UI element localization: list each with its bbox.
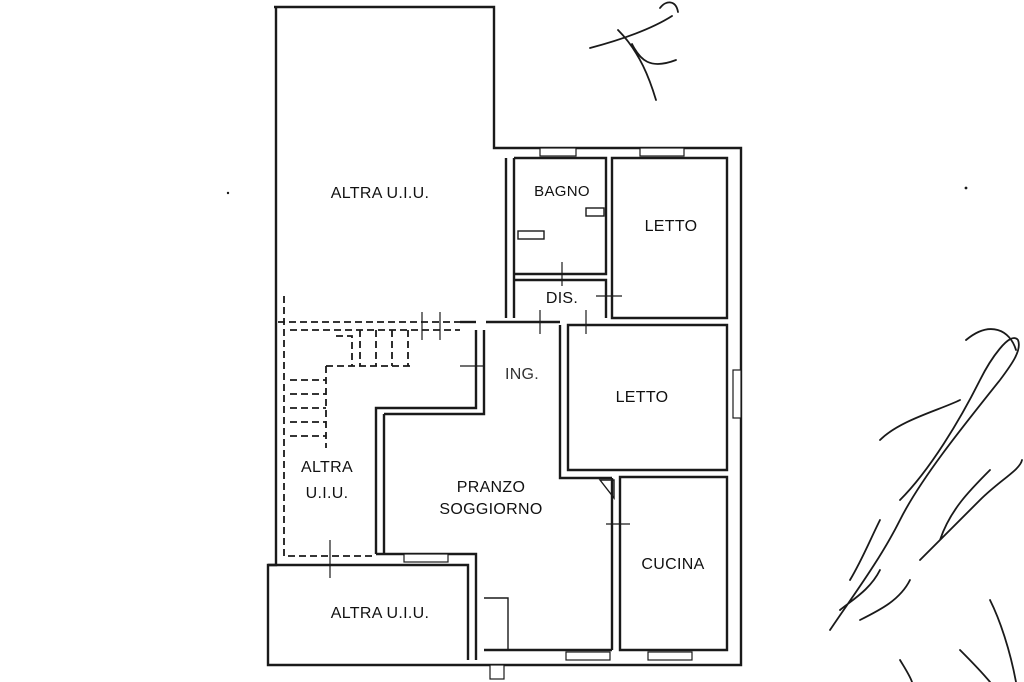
room-label-pranzo: PRANZO: [456, 479, 526, 496]
stray-marks: [226, 186, 968, 195]
interior-walls: [268, 156, 729, 660]
handwritten-signature: [589, 1, 1023, 682]
room-label-letto-2: LETTO: [615, 389, 669, 406]
door-marks: [329, 262, 630, 578]
room-label-altra-bottom: ALTRA U.I.U.: [330, 605, 430, 622]
room-label-altra-left-2: U.I.U.: [305, 485, 349, 502]
room-label-bagno: BAGNO: [534, 183, 590, 200]
dashed-stair-area: [278, 296, 460, 557]
room-label-altra-left-1: ALTRA: [301, 459, 353, 476]
room-label-ing: ING.: [504, 366, 540, 383]
room-label-soggiorno: SOGGIORNO: [439, 501, 543, 518]
room-label-letto-1: LETTO: [644, 218, 698, 235]
bathroom-fixtures: [517, 207, 605, 240]
room-label-altra-top: ALTRA U.I.U.: [330, 185, 430, 202]
room-label-cucina: CUCINA: [641, 556, 705, 573]
room-label-dis: DIS.: [545, 290, 579, 307]
windows: [403, 147, 742, 680]
